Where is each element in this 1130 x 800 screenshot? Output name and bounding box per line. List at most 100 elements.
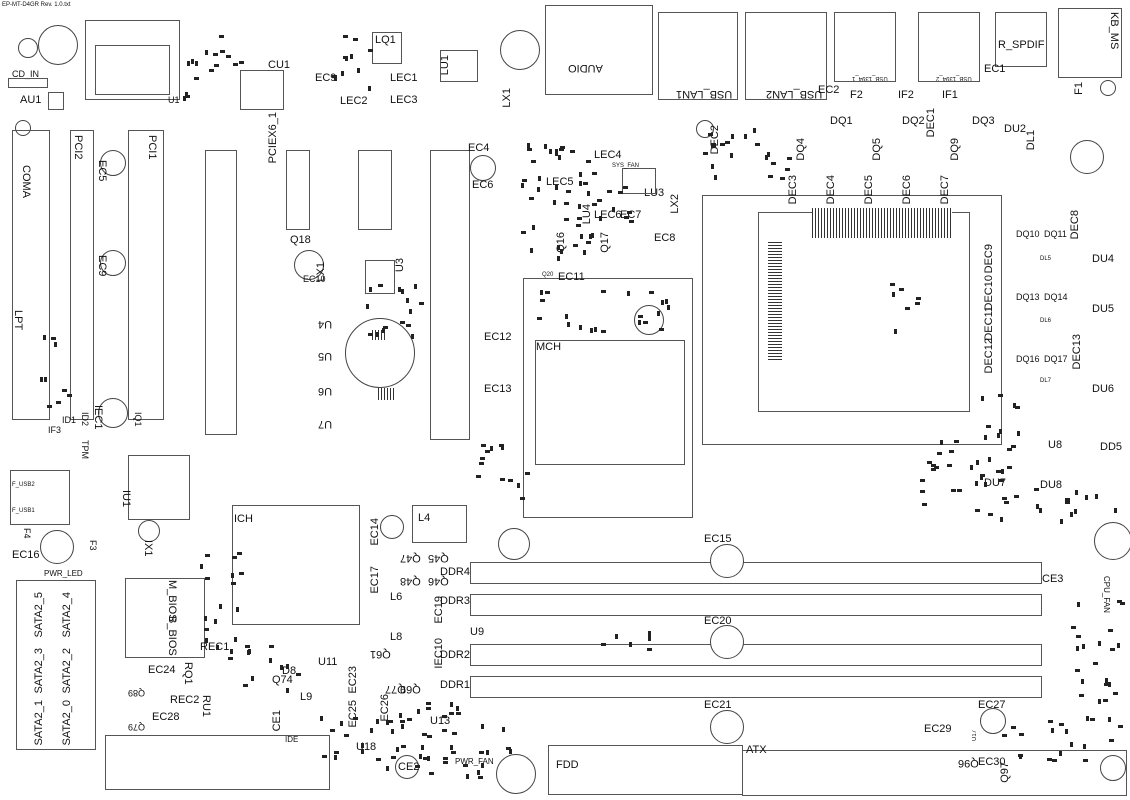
smd-component: [62, 389, 68, 393]
usb-1394-2-connector: [918, 12, 980, 82]
smd-component: [204, 577, 210, 581]
smd-component: [1018, 754, 1022, 760]
smd-component: [233, 636, 237, 642]
smd-component: [637, 320, 641, 326]
smd-component: [414, 765, 420, 769]
smd-component: [1070, 625, 1076, 629]
u1-chip-inner: [95, 45, 170, 95]
u9-label: U9: [470, 626, 485, 638]
ec25-label: EC25: [347, 700, 359, 728]
smd-component: [462, 763, 468, 767]
smd-component: [1113, 691, 1119, 695]
smd-component: [490, 446, 494, 452]
smd-component: [975, 509, 981, 513]
smd-component: [553, 199, 557, 205]
smd-component: [572, 244, 578, 248]
smd-component: [637, 315, 643, 319]
smd-component: [767, 175, 773, 179]
smd-component: [937, 451, 943, 455]
smd-component: [425, 701, 431, 705]
smd-component: [1004, 501, 1010, 505]
smd-component: [203, 627, 209, 631]
iec1-label: IEC1: [92, 405, 104, 430]
mount-hole: [496, 754, 536, 794]
smd-component: [1033, 487, 1039, 491]
smd-component: [985, 425, 991, 429]
smd-component: [239, 61, 245, 65]
l9-label: L9: [300, 691, 313, 703]
smd-component: [999, 429, 1003, 435]
smd-component: [536, 316, 542, 320]
smd-component: [664, 299, 668, 305]
smd-component: [352, 38, 358, 42]
smd-component: [329, 729, 335, 733]
dec7-label: DEC7: [939, 175, 951, 205]
smd-component: [396, 747, 400, 753]
f1-label: F1: [1073, 82, 1085, 95]
ru1-label: RU1: [200, 695, 212, 718]
f3-label: F3: [88, 540, 98, 551]
smd-component: [344, 734, 350, 738]
smd-component: [559, 248, 563, 254]
smd-component: [388, 719, 394, 723]
sata2-4-label: SATA2_4: [61, 592, 73, 638]
pcie-slot-small: [358, 150, 392, 230]
smd-component: [579, 325, 582, 331]
smd-component: [657, 311, 661, 317]
pciex6-1-label: PCIEX6_1: [267, 112, 279, 164]
lu3-chip: [622, 168, 656, 194]
usb-lan1-connector: [658, 12, 738, 100]
smd-component: [352, 717, 358, 721]
smd-component: [1108, 629, 1114, 633]
smd-component: [954, 440, 960, 443]
smd-component: [667, 304, 671, 310]
atx-label: ATX: [746, 744, 767, 756]
smd-component: [712, 142, 716, 148]
smd-component: [1095, 493, 1099, 499]
dq11-label: DQ11: [1044, 229, 1067, 239]
rec2-label: REC2: [170, 694, 200, 706]
ec6-label: EC6: [472, 179, 494, 191]
smd-component: [707, 132, 713, 136]
smd-component: [578, 172, 582, 177]
smd-component: [1013, 495, 1019, 499]
pwr-led-label: PWR_LED: [44, 569, 83, 578]
usb-lan2-connector: [745, 12, 827, 100]
ddr4-label: DDR4: [440, 566, 470, 578]
d8-label: D8: [282, 665, 297, 677]
smd-component: [979, 473, 985, 477]
smd-component: [591, 232, 595, 238]
socket-pins: [812, 208, 952, 238]
r-spdif-label: R_SPDIF: [998, 39, 1045, 51]
bios-area: [125, 578, 205, 658]
dq17-label: DQ17: [1044, 354, 1068, 364]
battery-clip: [378, 388, 394, 400]
smd-component: [926, 460, 932, 464]
smd-component: [1065, 500, 1071, 504]
smd-component: [450, 744, 454, 750]
l6-label: L6: [390, 591, 403, 603]
smd-component: [215, 644, 219, 650]
smd-component: [466, 774, 470, 780]
sata2-3-label: SATA2_3: [33, 648, 45, 694]
dec4-label: DEC4: [825, 175, 837, 205]
u7-label: U7: [318, 418, 333, 430]
smd-component: [184, 91, 188, 97]
smd-component: [230, 648, 234, 654]
smd-component: [406, 324, 412, 328]
dq1-label: DQ1: [830, 115, 853, 127]
if3-label: IF3: [48, 425, 62, 435]
q45-label: Q45: [428, 552, 449, 564]
kb-ms-label: KB_MS: [1108, 12, 1120, 50]
u1-label: U1: [168, 95, 180, 105]
smd-component: [391, 728, 395, 734]
smd-component: [486, 749, 490, 755]
smd-component: [219, 35, 225, 39]
ec9-label-left: EC9: [96, 255, 108, 277]
smd-component: [233, 62, 239, 66]
smd-component: [426, 755, 430, 761]
smd-component: [268, 658, 272, 664]
smd-component: [220, 49, 226, 53]
smd-component: [1051, 728, 1055, 734]
